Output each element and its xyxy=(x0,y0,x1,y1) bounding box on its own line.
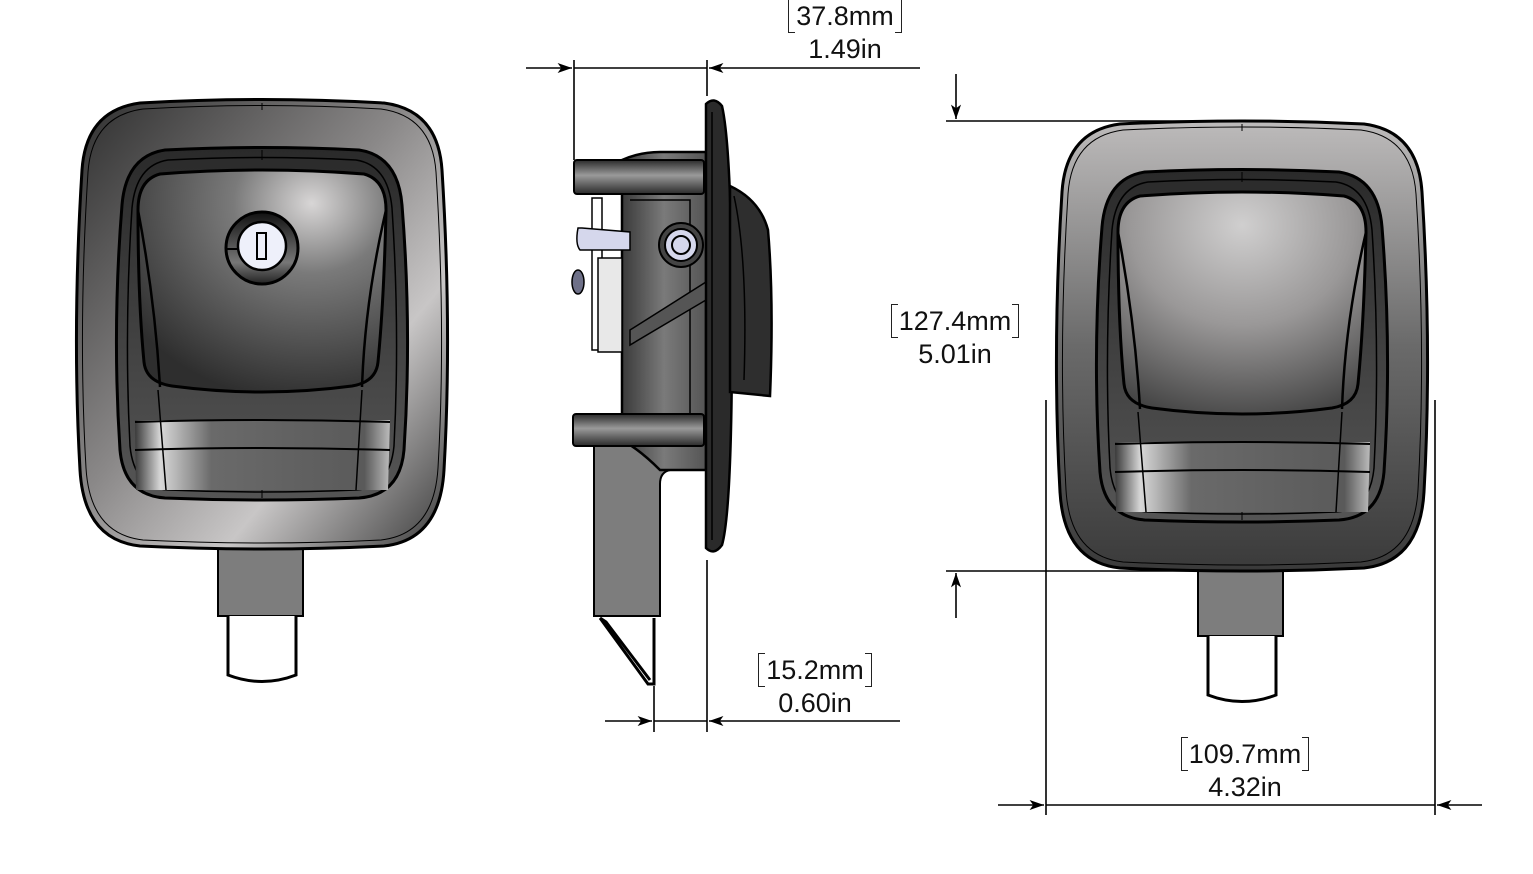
height-mm: 127.4mm xyxy=(890,304,1019,338)
upper-rod xyxy=(573,159,705,195)
flange-mm: 15.2mm xyxy=(758,653,872,687)
dimension-width xyxy=(998,400,1482,815)
front-view-locking xyxy=(74,98,450,683)
paddle-lower xyxy=(135,420,390,490)
side-bolt xyxy=(598,616,656,686)
flange-in: 0.60in xyxy=(778,688,852,718)
dimension-depth xyxy=(526,60,920,160)
dimension-flange-label: 15.2mm 0.60in xyxy=(735,653,895,720)
dimension-height-label: 127.4mm 5.01in xyxy=(870,304,1040,371)
latch-stem xyxy=(217,547,304,617)
depth-in: 1.49in xyxy=(808,34,882,64)
side-view xyxy=(571,99,773,686)
key-lock-icon xyxy=(224,210,300,286)
latch-bolt xyxy=(226,616,298,683)
width-in: 4.32in xyxy=(1208,772,1282,802)
dimension-width-label: 109.7mm 4.32in xyxy=(1160,737,1330,804)
side-paddle xyxy=(728,184,773,398)
latch-bolt xyxy=(1206,636,1278,703)
depth-mm: 37.8mm xyxy=(788,0,902,33)
latch-stem xyxy=(1197,569,1284,637)
lower-rod xyxy=(572,413,705,447)
front-view-non-locking xyxy=(1054,119,1430,703)
dimension-depth-label: 37.8mm 1.49in xyxy=(760,0,930,66)
dimension-flange xyxy=(605,560,900,732)
paddle xyxy=(1116,190,1368,416)
height-in: 5.01in xyxy=(918,339,992,369)
side-flange xyxy=(704,99,734,553)
width-mm: 109.7mm xyxy=(1180,737,1309,771)
dimension-height xyxy=(946,74,1240,618)
paddle-lower xyxy=(1115,442,1370,512)
